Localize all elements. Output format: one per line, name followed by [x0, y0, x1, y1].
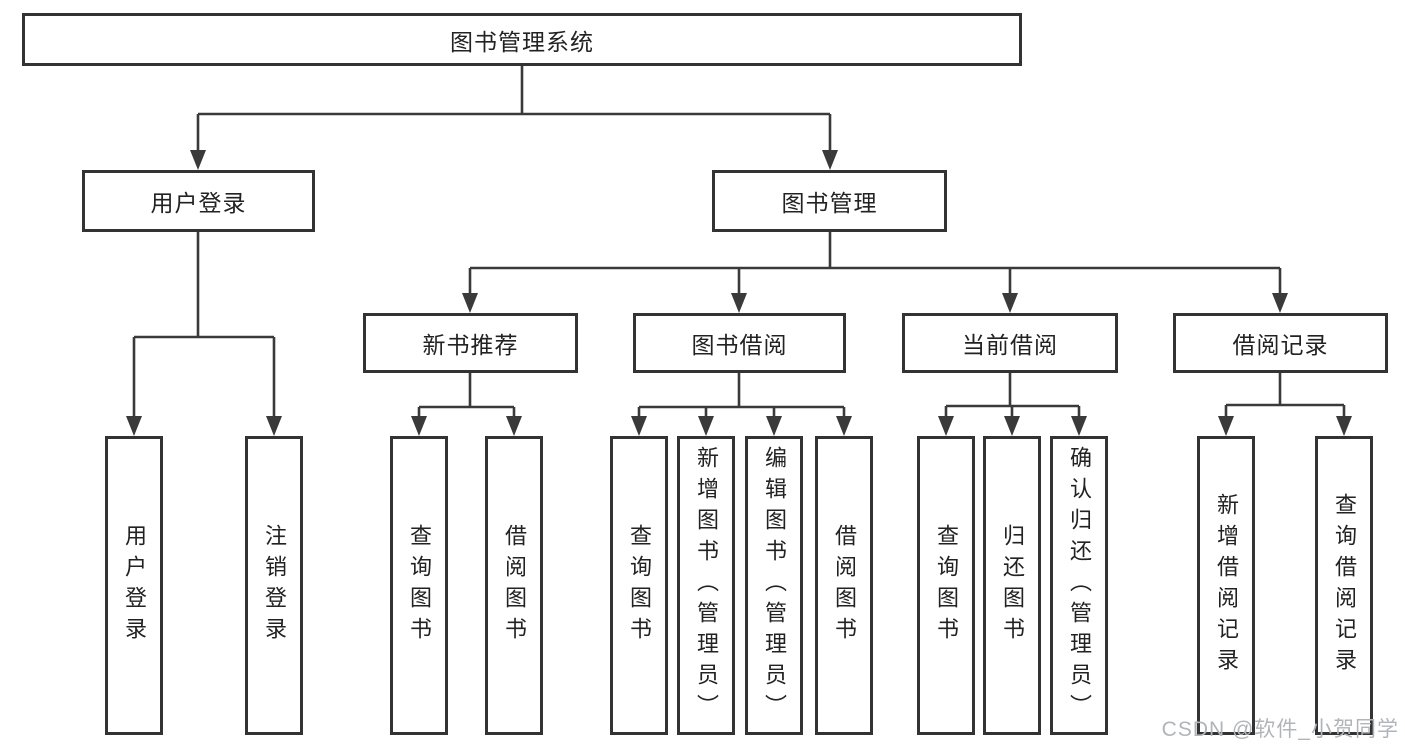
node-leaf-borrow-books-recommend: 借阅图书: [485, 436, 543, 735]
node-label: 当前借阅: [962, 332, 1058, 358]
arrowhead-icon: [462, 293, 478, 313]
node-book-management-module: 图书管理: [712, 170, 947, 232]
node-label: 新增借阅记录: [1214, 492, 1239, 679]
arrowhead-icon: [731, 293, 747, 313]
node-leaf-borrow-books: 借阅图书: [815, 436, 873, 735]
node-new-book-recommend: 新书推荐: [363, 313, 578, 373]
node-leaf-query-books-recommend: 查询图书: [390, 436, 448, 735]
node-user-login-module: 用户登录: [82, 170, 315, 232]
arrowhead-icon: [1002, 293, 1018, 313]
arrowhead-icon: [506, 416, 522, 436]
arrowhead-icon: [190, 150, 206, 170]
node-leaf-confirm-return-admin: 确认归还（管理员）: [1050, 436, 1108, 735]
node-leaf-edit-books-admin: 编辑图书（管理员）: [745, 436, 803, 735]
arrowhead-icon: [1336, 416, 1352, 436]
node-leaf-add-borrow-record: 新增借阅记录: [1197, 436, 1255, 735]
arrowhead-icon: [1272, 293, 1288, 313]
node-label: 图书管理系统: [450, 28, 594, 55]
connector-path: [132, 66, 1346, 420]
arrowhead-icon: [1004, 416, 1020, 436]
arrowhead-icon: [266, 416, 282, 436]
arrowhead-icon: [631, 416, 647, 436]
node-label: 查询图书: [934, 523, 959, 648]
node-label: 借阅记录: [1232, 332, 1329, 358]
arrowhead-icon: [822, 150, 838, 170]
arrowhead-icon: [938, 416, 954, 436]
node-label: 查询图书: [627, 523, 652, 648]
node-leaf-user-login: 用户登录: [105, 436, 163, 735]
node-label: 借阅图书: [502, 523, 527, 648]
node-borrow-records: 借阅记录: [1173, 313, 1388, 373]
node-leaf-query-books-borrow: 查询图书: [610, 436, 668, 735]
node-label: 用户登录: [122, 523, 147, 648]
arrowhead-icon: [411, 416, 427, 436]
node-leaf-logout: 注销登录: [245, 436, 303, 735]
arrowhead-icon: [126, 416, 142, 436]
node-label: 查询图书: [407, 523, 432, 648]
node-label: 新增图书（管理员）: [694, 446, 719, 725]
node-root-system: 图书管理系统: [22, 13, 1022, 66]
arrowhead-icon: [836, 416, 852, 436]
node-label: 查询借阅记录: [1332, 492, 1357, 679]
node-current-borrow: 当前借阅: [902, 313, 1118, 373]
csdn-watermark: CSDN @软件_小贺同学: [1161, 718, 1399, 741]
node-label: 注销登录: [262, 523, 287, 648]
node-label: 新书推荐: [422, 332, 519, 358]
node-label: 编辑图书（管理员）: [762, 446, 787, 725]
node-leaf-return-books: 归还图书: [983, 436, 1041, 735]
arrowhead-icon: [1218, 416, 1234, 436]
node-label: 归还图书: [1000, 523, 1025, 648]
arrowhead-icon: [766, 416, 782, 436]
arrowhead-icon: [698, 416, 714, 436]
node-label: 图书管理: [781, 190, 878, 216]
node-book-borrow: 图书借阅: [633, 313, 846, 373]
node-label: 用户登录: [150, 190, 247, 216]
node-label: 图书借阅: [691, 332, 788, 358]
node-label: 借阅图书: [832, 523, 857, 648]
node-leaf-add-books-admin: 新增图书（管理员）: [677, 436, 735, 735]
node-label: 确认归还（管理员）: [1067, 446, 1092, 725]
arrowhead-icon: [1071, 416, 1087, 436]
node-leaf-query-borrow-record: 查询借阅记录: [1315, 436, 1373, 735]
node-leaf-query-books-current: 查询图书: [917, 436, 975, 735]
